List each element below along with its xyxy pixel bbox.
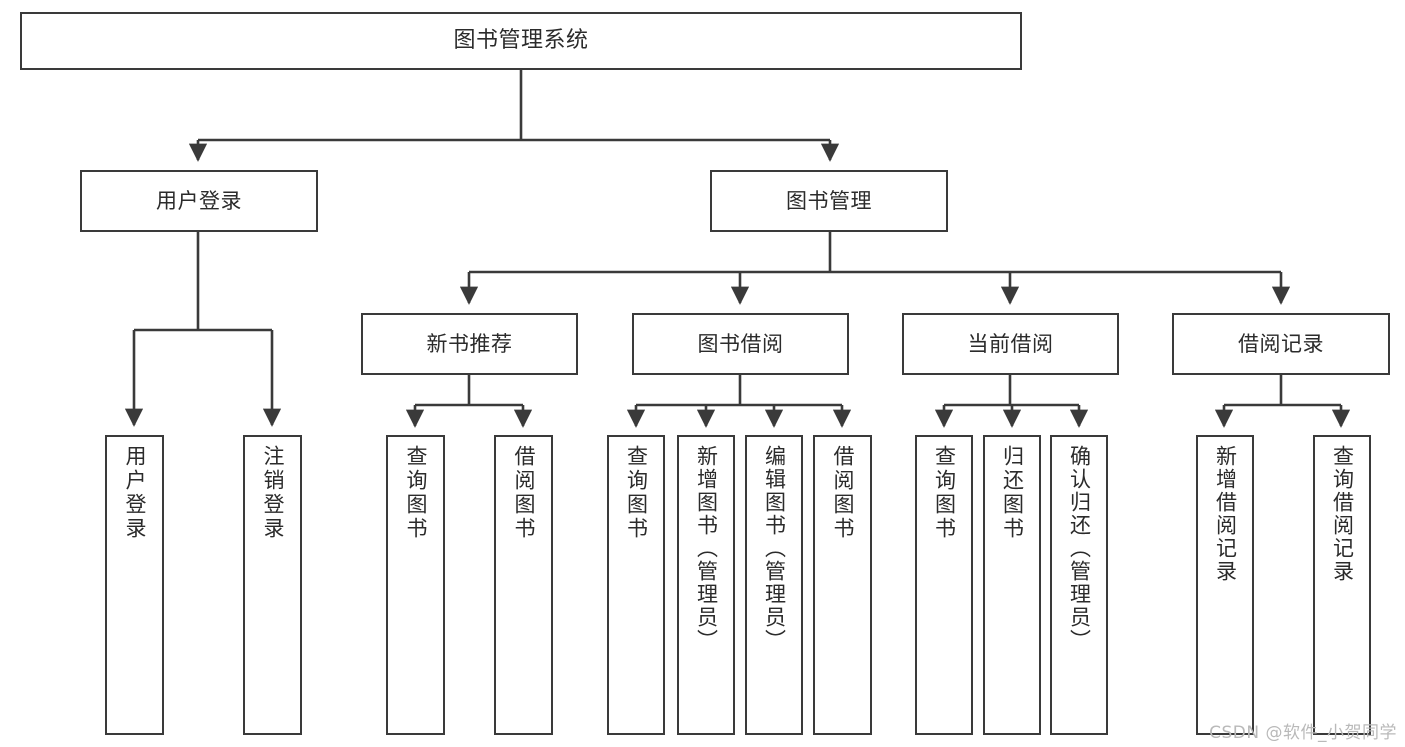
- node-label: 注销登录: [261, 445, 285, 541]
- leaf-user-logout[interactable]: 注销登录: [243, 435, 302, 735]
- node-new-book-rec[interactable]: 新书推荐: [361, 313, 578, 375]
- node-label: 新增图书（管理员）: [694, 445, 719, 652]
- node-book-borrow[interactable]: 图书借阅: [632, 313, 849, 375]
- leaf-add-book[interactable]: 新增图书（管理员）: [677, 435, 735, 735]
- node-book-manage[interactable]: 图书管理: [710, 170, 948, 232]
- leaf-return-book[interactable]: 归还图书: [983, 435, 1041, 735]
- node-label: 新增借阅记录: [1213, 445, 1238, 583]
- leaf-add-record[interactable]: 新增借阅记录: [1196, 435, 1254, 735]
- node-label: 用户登录: [156, 188, 242, 213]
- leaf-borrow-book-1[interactable]: 借阅图书: [494, 435, 553, 735]
- node-label: 查询图书: [624, 445, 649, 541]
- node-label: 查询图书: [932, 445, 957, 541]
- node-label: 用户登录: [123, 445, 147, 541]
- leaf-edit-book[interactable]: 编辑图书（管理员）: [745, 435, 803, 735]
- leaf-query-book-1[interactable]: 查询图书: [386, 435, 445, 735]
- node-label: 借阅记录: [1238, 331, 1324, 356]
- node-label: 归还图书: [1000, 445, 1025, 541]
- node-label: 查询借阅记录: [1330, 445, 1355, 583]
- node-label: 借阅图书: [512, 445, 536, 541]
- node-label: 当前借阅: [967, 331, 1054, 356]
- node-label: 确认归还（管理员）: [1067, 445, 1092, 652]
- leaf-query-book-3[interactable]: 查询图书: [915, 435, 973, 735]
- node-root-system[interactable]: 图书管理系统: [20, 12, 1022, 70]
- node-label: 编辑图书（管理员）: [762, 445, 787, 652]
- leaf-query-record[interactable]: 查询借阅记录: [1313, 435, 1371, 735]
- leaf-borrow-book-2[interactable]: 借阅图书: [813, 435, 872, 735]
- leaf-query-book-2[interactable]: 查询图书: [607, 435, 665, 735]
- watermark: CSDN @软件_小贺同学: [1209, 723, 1397, 743]
- node-label: 新书推荐: [426, 331, 513, 356]
- node-label: 借阅图书: [831, 445, 855, 541]
- node-label: 图书管理: [786, 188, 872, 213]
- node-borrow-record[interactable]: 借阅记录: [1172, 313, 1390, 375]
- leaf-user-login[interactable]: 用户登录: [105, 435, 164, 735]
- node-label: 查询图书: [404, 445, 428, 541]
- node-label: 图书借阅: [697, 331, 784, 356]
- node-label: 图书管理系统: [453, 28, 589, 54]
- leaf-confirm-return[interactable]: 确认归还（管理员）: [1050, 435, 1108, 735]
- node-user-login[interactable]: 用户登录: [80, 170, 318, 232]
- node-current-borrow[interactable]: 当前借阅: [902, 313, 1119, 375]
